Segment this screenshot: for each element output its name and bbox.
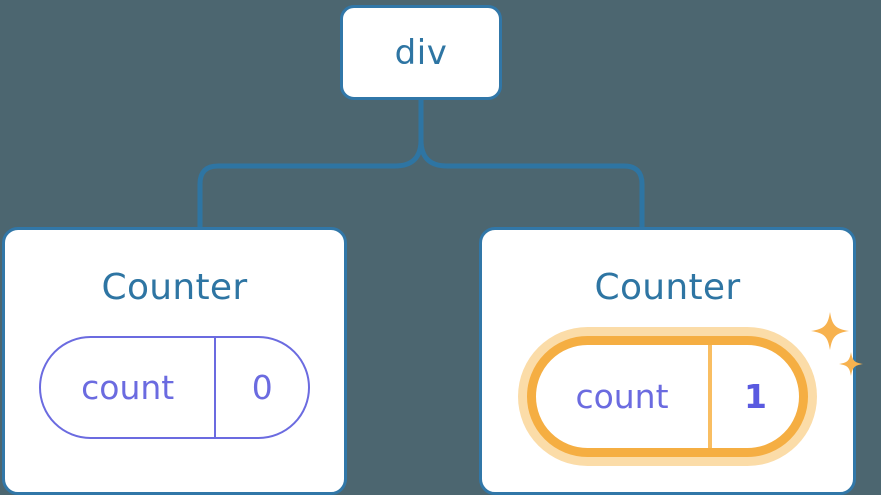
state-pill-right-highlighted[interactable]: count 1 bbox=[527, 336, 808, 457]
sparkle-large-icon bbox=[811, 312, 849, 350]
state-pill-wrap-right: count 1 bbox=[527, 312, 863, 457]
state-value-left: 0 bbox=[251, 368, 273, 407]
state-key-left: count bbox=[41, 338, 217, 437]
node-root-div[interactable]: div bbox=[340, 5, 502, 100]
state-key-right: count bbox=[536, 345, 712, 448]
state-pill-wrap-left: count 0 bbox=[39, 336, 310, 439]
counter-title-right: Counter bbox=[594, 267, 741, 308]
counter-title-left: Counter bbox=[101, 267, 248, 308]
root-node-label: div bbox=[394, 32, 448, 73]
node-counter-left[interactable]: Counter count 0 bbox=[2, 227, 347, 495]
state-value-right: 1 bbox=[744, 377, 767, 416]
node-counter-right[interactable]: Counter count 1 bbox=[479, 227, 863, 495]
state-pill-left[interactable]: count 0 bbox=[39, 336, 310, 439]
